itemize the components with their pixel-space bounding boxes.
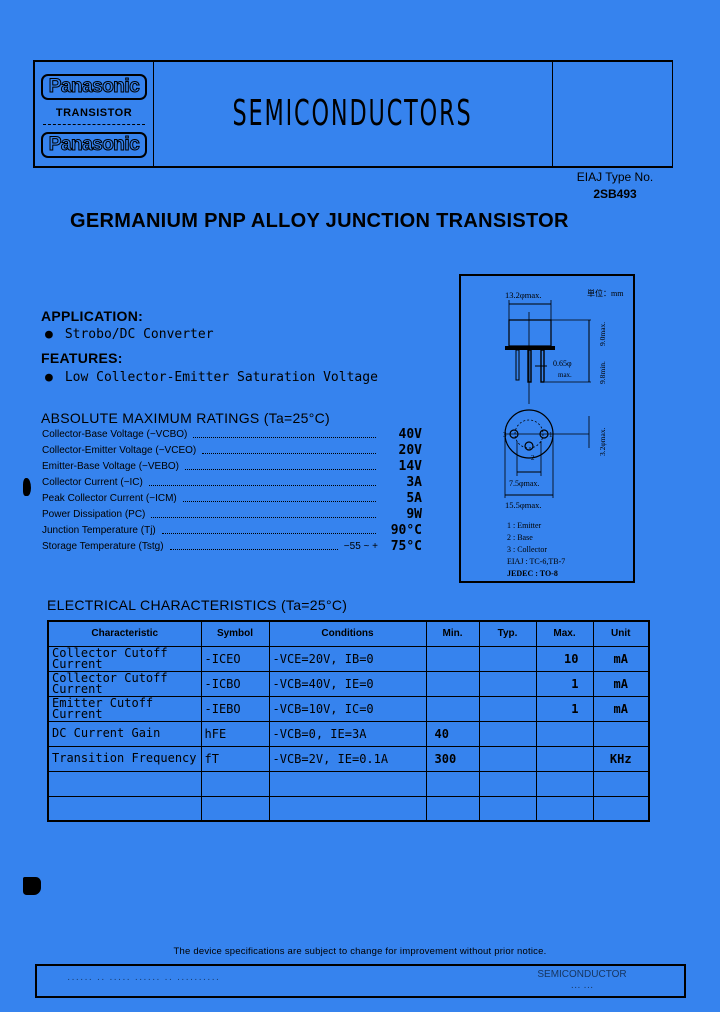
divider xyxy=(43,124,145,125)
svg-text:EIAJ : TC-6,TB-7: EIAJ : TC-6,TB-7 xyxy=(507,557,565,566)
category-title: SEMICONDUCTORS xyxy=(232,93,473,134)
footer-bar-text: ······ ·· ····· ······ ·· ·········· xyxy=(67,974,221,985)
transistor-package-drawing-icon: 単位：mm 13.2φmax. 0.65φ max. 9.0max. 9.8mi… xyxy=(503,288,624,578)
rating-row: Junction Temperature (Tj)90°C xyxy=(42,522,422,538)
rating-row: Peak Collector Current (−ICM)5A xyxy=(42,491,422,506)
bullet-icon: ● xyxy=(45,327,53,342)
brand-subtitle: TRANSISTOR xyxy=(55,107,133,119)
divider xyxy=(552,62,553,166)
rating-row: Emitter-Base Voltage (−VEBO)14V xyxy=(42,459,422,475)
svg-text:2 : Base: 2 : Base xyxy=(507,533,533,542)
brand-cell: Panasonic TRANSISTOR Panasonic xyxy=(35,62,154,166)
svg-text:単位：mm: 単位：mm xyxy=(587,288,624,298)
spec-change-notice: The device specifications are subject to… xyxy=(173,946,547,957)
svg-text:1: 1 xyxy=(549,431,553,439)
rating-row: Collector-Base Voltage (−VCBO)40V xyxy=(42,427,422,443)
svg-text:max.: max. xyxy=(558,371,572,379)
column-header: Conditions xyxy=(268,620,427,647)
table-row: DC Current Gain hFE -VCB=0, IE=3A 40 xyxy=(47,720,650,747)
footer-bar: ······ ·· ····· ······ ·· ·········· SEM… xyxy=(35,964,686,998)
table-row: Transition Frequency fT -VCB=2V, IE=0.1A… xyxy=(47,745,650,772)
svg-text:3 : Collector: 3 : Collector xyxy=(507,545,547,554)
application-item: ●Strobo/DC Converter xyxy=(45,327,214,342)
column-header: Characteristic xyxy=(47,620,202,647)
package-outline-diagram: 単位：mm 13.2φmax. 0.65φ max. 9.0max. 9.8mi… xyxy=(459,274,635,583)
electrical-characteristics-table: Characteristic Symbol Conditions Min. Ty… xyxy=(47,620,650,822)
footer-bar-brand: SEMICONDUCTOR ··· ··· xyxy=(537,969,627,993)
table-row: Emitter Cutoff Current -IEBO -VCB=10V, I… xyxy=(47,695,650,722)
column-header: Symbol xyxy=(200,620,270,647)
rating-row: Power Dissipation (PC)9W xyxy=(42,506,422,522)
panasonic-logo: Panasonic xyxy=(41,74,147,100)
eiaj-type-label: EIAJ Type No. xyxy=(576,170,654,184)
column-header: Max. xyxy=(535,620,594,647)
svg-text:2: 2 xyxy=(531,454,535,462)
rating-row: Collector-Emitter Voltage (−VCEO)20V xyxy=(42,443,422,459)
svg-text:9.0max.: 9.0max. xyxy=(598,322,607,346)
svg-text:0.65φ: 0.65φ xyxy=(553,359,572,368)
table-row: Collector Cutoff Current -ICEO -VCE=20V,… xyxy=(47,645,650,672)
ratings-heading: ABSOLUTE MAXIMUM RATINGS (Ta=25°C) xyxy=(41,410,330,426)
svg-text:9.8min.: 9.8min. xyxy=(598,361,607,384)
electrical-characteristics-heading: ELECTRICAL CHARACTERISTICS (Ta=25°C) xyxy=(47,597,348,613)
panasonic-logo: Panasonic xyxy=(41,132,147,158)
rating-row: Collector Current (−IC)3A xyxy=(42,475,422,491)
page-title: GERMANIUM PNP ALLOY JUNCTION TRANSISTOR xyxy=(70,210,569,232)
svg-text:JEDEC : TO-8: JEDEC : TO-8 xyxy=(507,569,558,578)
svg-text:1 : Emitter: 1 : Emitter xyxy=(507,521,542,530)
column-header: Unit xyxy=(592,620,650,647)
svg-text:15.5φmax.: 15.5φmax. xyxy=(505,500,542,510)
scan-blot xyxy=(23,877,41,895)
application-heading: APPLICATION: xyxy=(41,308,144,324)
table-row: Collector Cutoff Current -ICBO -VCB=40V,… xyxy=(47,670,650,697)
table-header-row: Characteristic Symbol Conditions Min. Ty… xyxy=(47,620,650,647)
column-header: Typ. xyxy=(478,620,537,647)
ratings-list: Collector-Base Voltage (−VCBO)40V Collec… xyxy=(42,427,422,554)
rating-row: Storage Temperature (Tstg)−55 ~ +75°C xyxy=(42,538,422,554)
svg-text:7.5φmax.: 7.5φmax. xyxy=(509,479,539,488)
header-box: Panasonic TRANSISTOR Panasonic SEMICONDU… xyxy=(33,60,673,168)
type-number: 2SB493 xyxy=(593,187,637,201)
svg-text:13.2φmax.: 13.2φmax. xyxy=(505,290,542,300)
features-heading: FEATURES: xyxy=(41,350,123,366)
column-header: Min. xyxy=(425,620,480,647)
table-row-empty xyxy=(47,795,650,822)
features-item: ●Low Collector-Emitter Saturation Voltag… xyxy=(45,370,378,385)
scan-blot xyxy=(23,478,31,496)
bullet-icon: ● xyxy=(45,370,53,385)
svg-text:3.2φmax.: 3.2φmax. xyxy=(598,427,607,456)
table-row-empty xyxy=(47,770,650,797)
